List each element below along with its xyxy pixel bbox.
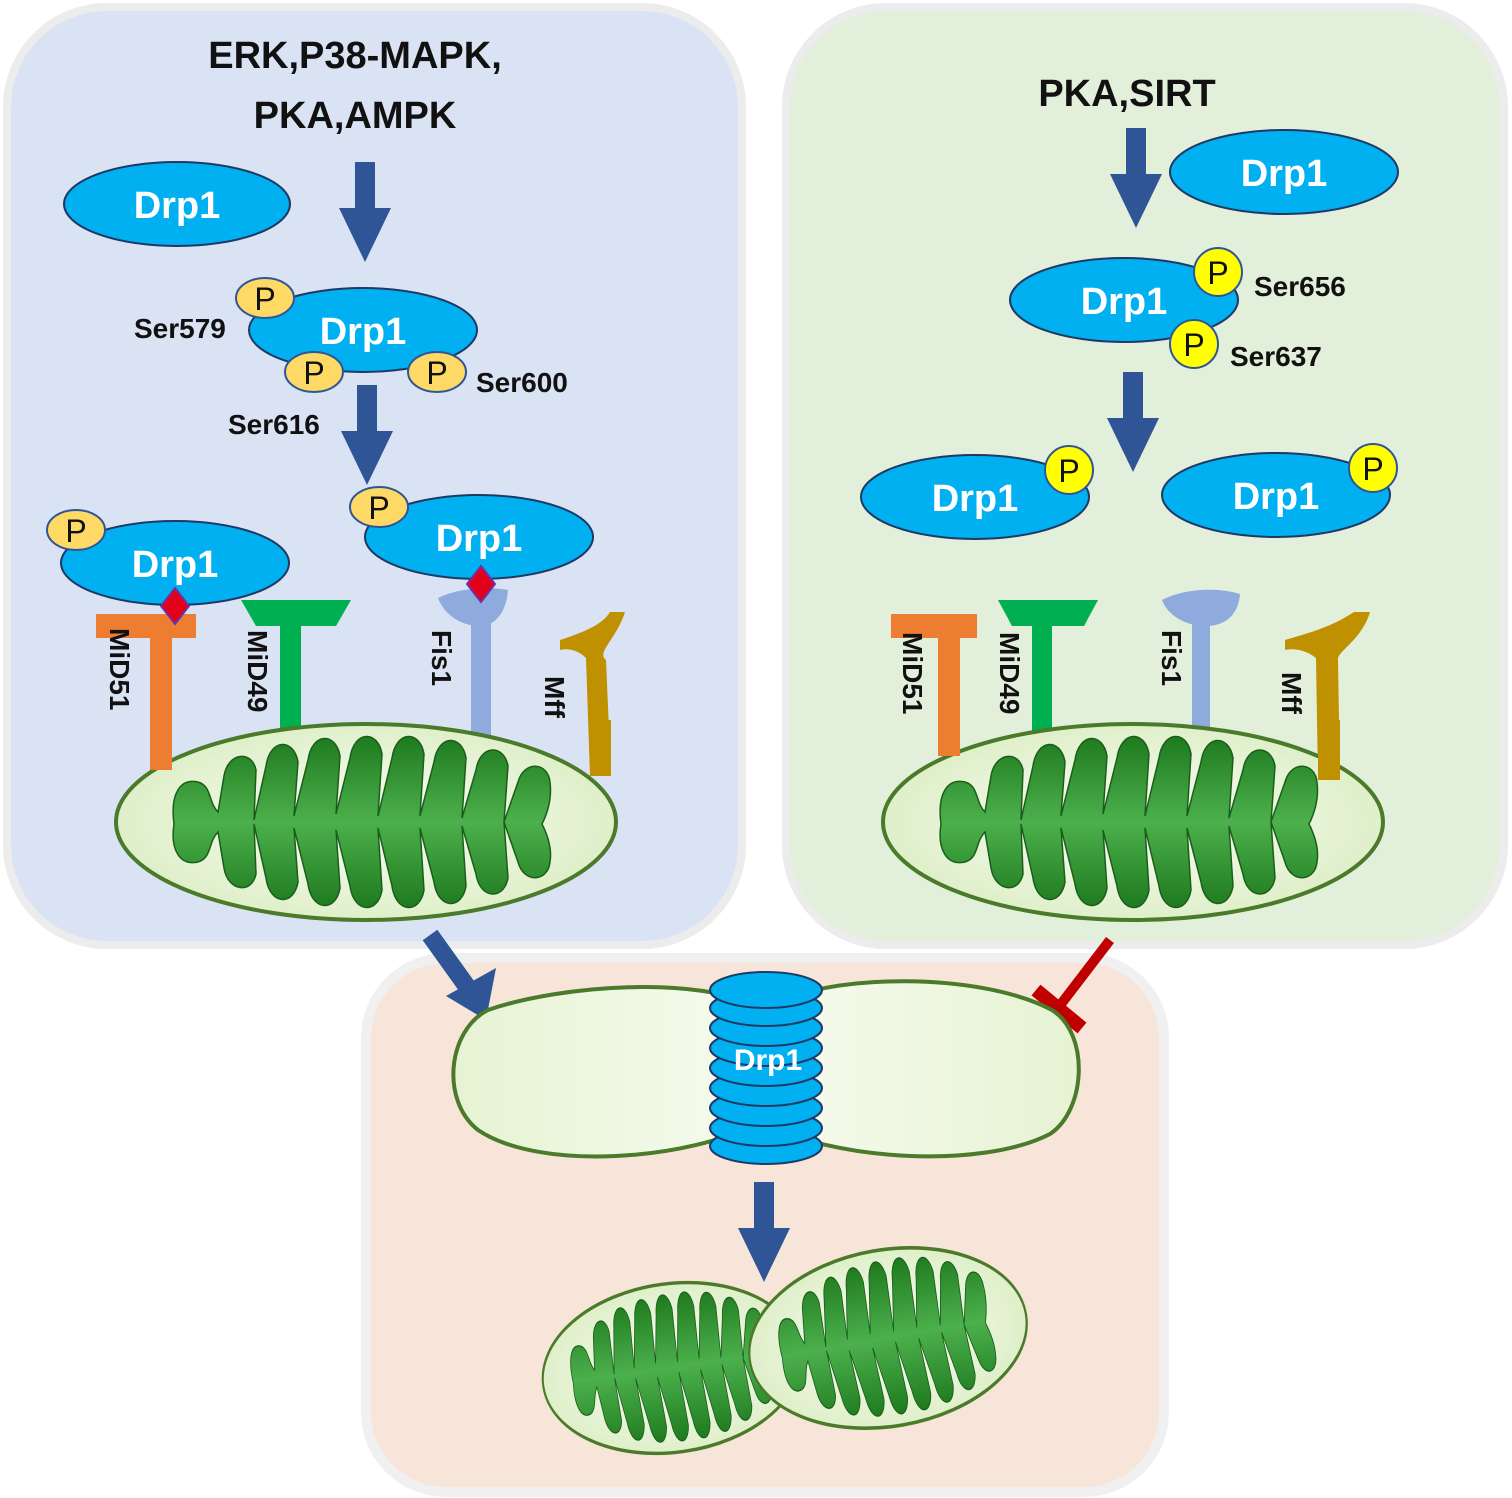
label-mid51: MiD51	[897, 632, 928, 714]
site-ser579: Ser579	[134, 313, 226, 344]
label-mid49: MiD49	[994, 632, 1025, 714]
label-mff: Mff	[539, 676, 570, 719]
label-fis1: Fis1	[1156, 630, 1187, 686]
right-drp1-unphosphorylated: Drp1	[1169, 129, 1399, 215]
left-kinases-line2: PKA,AMPK	[254, 95, 457, 137]
dividing-mitochondrion	[451, 979, 1081, 1159]
svg-text:P: P	[368, 490, 389, 526]
site-ser616: Ser616	[228, 409, 320, 440]
site-ser656: Ser656	[1254, 271, 1346, 302]
right-drp1-phosphorylated: Drp1 P P	[1009, 247, 1243, 369]
phospho-icon: P	[1044, 445, 1094, 495]
site-ser637: Ser637	[1230, 341, 1322, 372]
drp1-label: Drp1	[132, 544, 219, 586]
svg-text:P: P	[1058, 453, 1079, 489]
label-mid49: MiD49	[242, 630, 273, 712]
drp1-label: Drp1	[1081, 281, 1168, 323]
phospho-icon: P	[1169, 319, 1219, 369]
right-drp1-released-1: Drp1 P	[860, 445, 1094, 540]
right-drp1-released-2: Drp1 P	[1161, 443, 1398, 538]
drp1-label: Drp1	[134, 185, 221, 227]
phospho-icon: P	[1193, 247, 1243, 297]
svg-text:P: P	[1207, 255, 1228, 291]
left-kinases-line1: ERK,P38-MAPK,	[208, 35, 502, 77]
svg-text:P: P	[1362, 451, 1383, 487]
site-ser600: Ser600	[476, 367, 568, 398]
mff-receptor	[1285, 612, 1370, 780]
svg-text:P: P	[65, 513, 86, 549]
mid49-receptor	[241, 600, 351, 736]
drp1-label: Drp1	[320, 311, 407, 353]
drp1-label: Drp1	[436, 518, 523, 560]
phospho-icon: P	[284, 351, 344, 393]
phospho-icon: P	[235, 277, 295, 319]
phospho-icon: P	[46, 509, 106, 551]
mid49-receptor	[998, 600, 1098, 736]
label-fis1: Fis1	[426, 630, 457, 686]
svg-text:P: P	[426, 355, 447, 391]
drp1-label: Drp1	[1241, 153, 1328, 195]
fis1-receptor	[438, 588, 508, 746]
arrow-promote-fission-icon	[422, 929, 496, 1020]
phospho-icon: P	[407, 351, 467, 393]
binding-diamond-icon	[159, 586, 191, 626]
inhibit-fission-icon	[1031, 936, 1114, 1034]
left-drp1-unphosphorylated: Drp1	[63, 161, 291, 247]
phospho-icon: P	[349, 486, 409, 528]
fis1-receptor	[1162, 589, 1240, 748]
binding-diamond-icon	[465, 564, 497, 604]
left-drp1-phosphorylated: Drp1 P P P	[235, 277, 478, 393]
right-kinases: PKA,SIRT	[1038, 73, 1215, 115]
svg-text:P: P	[1183, 327, 1204, 363]
label-mid51: MiD51	[104, 628, 135, 710]
mitochondrion-icon	[114, 722, 618, 922]
phospho-icon: P	[1348, 443, 1398, 493]
label-mff: Mff	[1276, 672, 1307, 715]
drp1-ring-label: Drp1	[734, 1044, 802, 1077]
left-drp1-bound-mid51: Drp1 P	[46, 509, 290, 606]
left-drp1-bound-fis1: Drp1 P	[349, 486, 594, 580]
svg-text:P: P	[303, 355, 324, 391]
svg-text:P: P	[254, 281, 275, 317]
drp1-label: Drp1	[1233, 476, 1320, 518]
drp1-label: Drp1	[932, 478, 1019, 520]
drp1-ring-icon	[709, 971, 823, 1165]
